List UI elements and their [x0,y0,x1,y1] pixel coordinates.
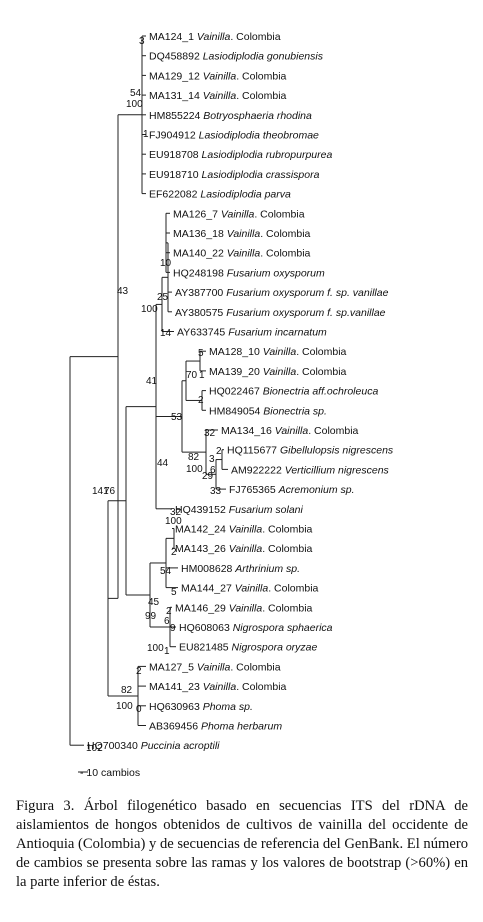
branch-number: 1 [143,129,149,140]
taxon-label: DQ458892 Lasiodiplodia gonubiensis [149,51,324,63]
branch-number: 54 [160,566,172,577]
branch-number: 102 [86,743,103,754]
taxon-label: HQ700340 Puccinia acroptili [87,740,220,752]
taxon-label: HQ022467 Bionectria aff.ochroleuca [209,386,378,398]
taxon-label: FJ904912 Lasiodiplodia theobromae [149,130,319,142]
branch-number: 99 [145,611,157,622]
taxon-label: EU918710 Lasiodiplodia crassispora [149,169,320,181]
taxon-label: MA146_29 Vainilla. Colombia [175,602,313,614]
branch-number: 100 [165,516,182,527]
taxon-label: MA142_24 Vainilla. Colombia [175,524,313,536]
taxon-label: MA134_16 Vainilla. Colombia [221,425,359,437]
branch-number: 53 [171,412,183,423]
taxon-label: EU821485 Nigrospora oryzae [179,642,317,654]
taxon-label: MA143_26 Vainilla. Colombia [175,543,313,555]
branch-number: 3 [139,36,145,47]
taxon-label: AB369456 Phoma herbarum [149,721,282,733]
taxon-label: HQ248198 Fusarium oxysporum [173,267,325,279]
taxon-label: HQ115677 Gibellulopsis nigrescens [227,445,394,457]
branch-number: 6 [164,616,170,627]
branch-number: 6 [210,465,216,476]
branch-number: 54 [130,88,142,99]
figure-caption: Figura 3. Árbol filogenético basado en s… [16,798,468,890]
taxon-label: MA128_10 Vainilla. Colombia [209,346,347,358]
branch-number: 33 [210,486,222,497]
taxon-label: MA129_12 Vainilla. Colombia [149,70,287,82]
taxon-label: HM849054 Bionectria sp. [209,405,327,417]
branch-number: 25 [157,292,169,303]
branch-number: 141 [92,486,109,497]
branch-number: 2 [136,666,142,677]
taxon-label: MA131_14 Vainilla. Colombia [149,90,287,102]
scale-label: - 10 cambios [80,767,140,779]
branch-number: 43 [117,286,129,297]
taxon-label: AM922222 Verticillium nigrescens [231,464,390,476]
branch-number: 10 [160,258,172,269]
branch-number: 3 [209,454,215,465]
branch-number: 29 [202,471,214,482]
taxon-label: HQ630963 Phoma sp. [149,701,253,713]
branch-number: 14 [160,328,172,339]
taxon-label: AY387700 Fusarium oxysporum f. sp. vanil… [175,287,389,299]
tree-branches [69,35,228,746]
branch-number: 82 [121,685,133,696]
branch-number: 76 [104,486,116,497]
taxon-label: MA126_7 Vainilla. Colombia [173,208,305,220]
branch-number: 32 [170,507,182,518]
taxon-label: HM855224 Botryosphaeria rhodina [149,110,312,122]
branch-number: 5 [171,587,177,598]
branch-number: 1 [199,370,205,381]
branch-number: 0 [136,704,142,715]
branch-number: 44 [157,458,169,469]
taxon-label: EU918708 Lasiodiplodia rubropurpurea [149,149,332,161]
branch-number: 82 [188,452,200,463]
branch-number: 100 [147,643,164,654]
branch-number: 100 [186,464,203,475]
branch-number: 1 [164,646,170,657]
branch-number: 41 [146,376,158,387]
branch-number: 100 [126,99,143,110]
taxon-label: MA144_27 Vainilla. Colombia [181,583,319,595]
taxon-label: HQ439152 Fusarium solani [175,504,303,516]
taxon-label: MA140_22 Vainilla. Colombia [173,248,311,260]
branch-number: 45 [148,597,160,608]
branch-number: 2 [198,395,204,406]
taxon-label: MA141_23 Vainilla. Colombia [149,681,287,693]
taxon-label: FJ765365 Acremonium sp. [229,484,354,496]
branch-number: 2 [216,446,222,457]
branch-number: 100 [141,304,158,315]
taxon-label: EF622082 Lasiodiplodia parva [149,189,291,201]
branch-number: 9 [170,623,176,634]
taxon-label: HQ608063 Nigrospora sphaerica [179,622,333,634]
taxon-label: MA127_5 Vainilla. Colombia [149,661,281,673]
taxon-label: AY633745 Fusarium incarnatum [177,327,327,339]
taxon-label: MA136_18 Vainilla. Colombia [173,228,311,240]
taxon-label: HM008628 Arthrinium sp. [181,563,300,575]
branch-number: 5 [198,348,204,359]
branch-number: 2 [166,606,172,617]
branch-number: 70 [186,370,198,381]
taxon-label: MA124_1 Vainilla. Colombia [149,31,281,43]
branch-number: 2 [171,547,177,558]
taxon-label: AY380575 Fusarium oxysporum f. sp.vanill… [175,307,386,319]
taxon-label: MA139_20 Vainilla. Colombia [209,366,347,378]
branch-number: 32 [204,428,216,439]
branch-number: 100 [116,701,133,712]
